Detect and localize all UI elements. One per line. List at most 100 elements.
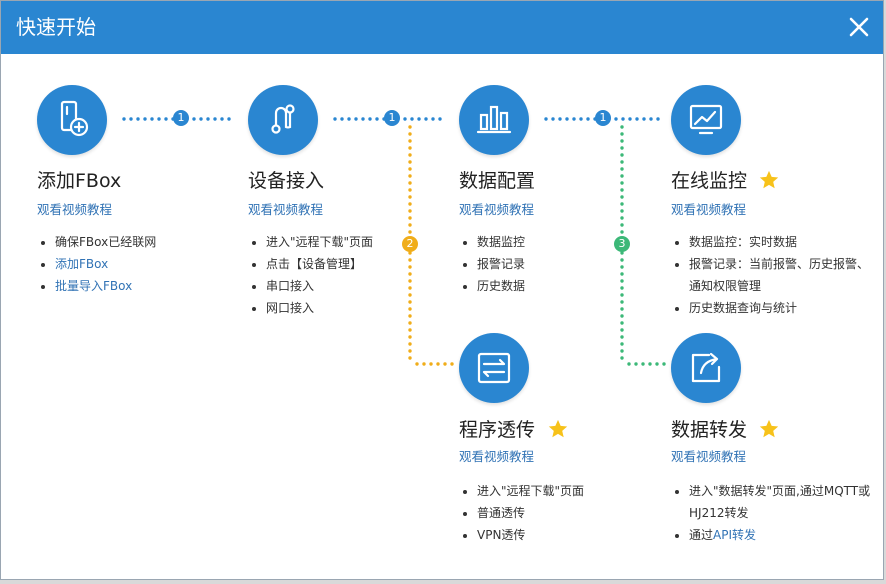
dialog-titlebar: 快速开始	[1, 1, 883, 54]
star-icon	[758, 169, 780, 191]
list-item: 批量导入FBox	[55, 275, 215, 297]
list-item: 通过API转发	[689, 524, 874, 546]
connector-dot	[408, 223, 412, 227]
connector-dot	[403, 117, 407, 121]
connector-dot	[443, 362, 447, 366]
connector-dot	[347, 117, 351, 121]
connector-dot	[429, 362, 433, 366]
step-title-forward: 数据转发	[671, 419, 748, 441]
connector-dot	[620, 146, 624, 150]
step-data-config-button[interactable]	[459, 85, 529, 155]
connector-dot	[375, 117, 379, 121]
connector-dot	[572, 117, 576, 121]
connector-dot	[620, 314, 624, 318]
list-item: 添加FBox	[55, 253, 215, 275]
api-forward-link[interactable]: API转发	[713, 528, 757, 542]
step-list-transparent: 进入"远程下载"页面 普通透传 VPN透传	[459, 480, 647, 546]
close-icon[interactable]	[845, 13, 873, 41]
step-transparent-button[interactable]	[459, 333, 529, 403]
step-list-add-fbox: 确保FBox已经联网 添加FBox 批量导入FBox	[37, 231, 215, 297]
connector-dot	[408, 146, 412, 150]
connector-dot	[192, 117, 196, 121]
connector-dot	[620, 139, 624, 143]
connector-dot	[213, 117, 217, 121]
connector-dot	[354, 117, 358, 121]
connector-dot	[408, 139, 412, 143]
connector-dot	[620, 216, 624, 220]
list-item: 数据监控	[477, 231, 627, 253]
video-tutorial-link[interactable]: 观看视频教程	[248, 202, 324, 217]
connector-dot	[150, 117, 154, 121]
connector-dot	[544, 117, 548, 121]
connector-dot	[408, 356, 412, 360]
connector-dot	[408, 188, 412, 192]
connector-dot	[157, 117, 161, 121]
step-list-data-config: 数据监控 报警记录 历史数据	[459, 231, 627, 297]
connector-dot	[424, 117, 428, 121]
connector-dot	[410, 117, 414, 121]
connector-dot	[408, 202, 412, 206]
connector-dot	[620, 174, 624, 178]
step-online-monitor-button[interactable]	[671, 85, 741, 155]
list-item: 网口接入	[266, 297, 436, 319]
connector-dot	[206, 117, 210, 121]
connector-dot	[620, 223, 624, 227]
video-tutorial-link[interactable]: 观看视频教程	[37, 202, 113, 217]
star-icon	[758, 418, 780, 440]
connector-dot	[586, 117, 590, 121]
connector-dot	[620, 209, 624, 213]
connector-dot	[614, 117, 618, 121]
connector-dot	[220, 117, 224, 121]
connector-dot	[620, 356, 624, 360]
connector-dot	[408, 181, 412, 185]
connector-dot	[656, 117, 660, 121]
connector-dot	[408, 216, 412, 220]
connector-dot	[143, 117, 147, 121]
connector-dot	[408, 349, 412, 353]
monitor-chart-icon	[689, 104, 723, 135]
list-item: 进入"数据转发"页面,通过MQTT或HJ212转发	[689, 480, 874, 524]
star-icon	[547, 418, 569, 440]
step-badge: 2	[402, 236, 418, 252]
connector-dot	[164, 117, 168, 121]
transfer-arrows-icon	[477, 352, 511, 384]
connector-dot	[438, 117, 442, 121]
share-forward-icon	[691, 352, 721, 383]
batch-import-fbox-link[interactable]: 批量导入FBox	[55, 279, 133, 293]
connector-dot	[122, 117, 126, 121]
connector-dot	[620, 160, 624, 164]
device-add-icon	[60, 100, 89, 137]
list-item: 进入"远程下载"页面	[477, 480, 647, 502]
connector-dot	[620, 167, 624, 171]
connector-dot	[620, 132, 624, 136]
connector-dot	[635, 117, 639, 121]
connector-dot	[642, 117, 646, 121]
step-device-access-button[interactable]	[248, 85, 318, 155]
step-badge: 3	[614, 236, 630, 252]
list-item: 报警记录	[477, 253, 627, 275]
connector-dot	[620, 300, 624, 304]
connector-dot	[620, 125, 624, 129]
connector-dot	[627, 362, 631, 366]
connector-dot	[641, 362, 645, 366]
video-tutorial-link[interactable]: 观看视频教程	[459, 202, 535, 217]
connector-dot	[408, 335, 412, 339]
connector-dot	[620, 181, 624, 185]
list-item: 普通透传	[477, 502, 647, 524]
connector-dot	[620, 349, 624, 353]
list-item: 点击【设备管理】	[266, 253, 436, 275]
step-badge: 1	[173, 110, 189, 126]
video-tutorial-link[interactable]: 观看视频教程	[671, 449, 747, 464]
list-item: 确保FBox已经联网	[55, 231, 215, 253]
video-tutorial-link[interactable]: 观看视频教程	[459, 449, 535, 464]
video-tutorial-link[interactable]: 观看视频教程	[671, 202, 747, 217]
step-forward-button[interactable]	[671, 333, 741, 403]
connector-dot	[417, 117, 421, 121]
step-title-add-fbox: 添加FBox	[37, 170, 122, 192]
connector-dot	[649, 117, 653, 121]
add-fbox-link[interactable]: 添加FBox	[55, 257, 109, 271]
connector-dot	[620, 195, 624, 199]
step-add-fbox-button[interactable]	[37, 85, 107, 155]
list-item: 进入"远程下载"页面	[266, 231, 436, 253]
